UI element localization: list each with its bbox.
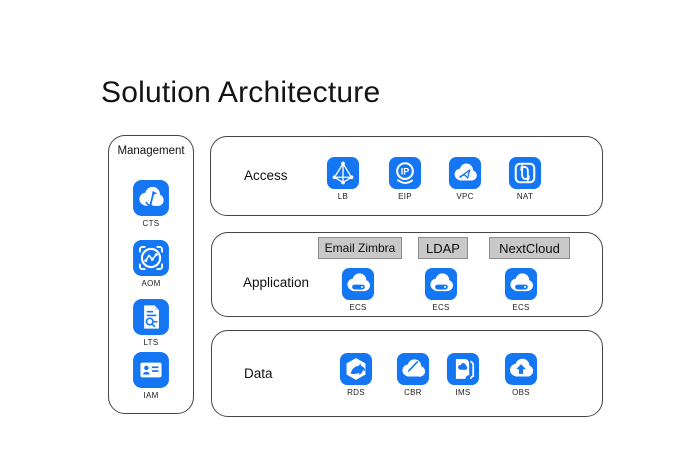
service-ecs-2: ECS	[424, 267, 458, 312]
ims-icon	[446, 352, 480, 386]
service-lts: LTS	[132, 298, 170, 347]
service-ecs-1: ECS	[341, 267, 375, 312]
service-obs: OBS	[504, 352, 538, 397]
service-ecs-3: ECS	[504, 267, 538, 312]
management-panel: Management CTS	[108, 135, 194, 414]
service-cbr: CBR	[396, 352, 430, 397]
ecs-icon	[424, 267, 458, 301]
ecs-icon	[341, 267, 375, 301]
application-row-label: Application	[243, 275, 310, 290]
data-row: Data RDS CBR	[211, 330, 603, 417]
service-lb: LB	[326, 156, 360, 201]
service-aom: AOM	[132, 239, 170, 288]
obs-icon	[504, 352, 538, 386]
access-row: Access LB	[210, 136, 603, 216]
service-label: IMS	[455, 388, 471, 397]
service-label: CBR	[404, 388, 422, 397]
rds-icon	[339, 352, 373, 386]
service-label: NAT	[516, 192, 534, 201]
svg-text:IP: IP	[401, 167, 409, 177]
ecs-icon	[504, 267, 538, 301]
service-nat: NAT	[508, 156, 542, 201]
nat-icon	[508, 156, 542, 190]
service-rds: RDS	[339, 352, 373, 397]
service-label: CTS	[142, 219, 160, 228]
service-eip: IP EIP	[388, 156, 422, 201]
cbr-icon	[396, 352, 430, 386]
service-label: LB	[337, 192, 349, 201]
iam-icon	[132, 351, 170, 389]
service-label: ECS	[512, 303, 530, 312]
access-row-label: Access	[244, 168, 288, 183]
lts-icon	[132, 298, 170, 336]
service-label: ECS	[349, 303, 367, 312]
management-panel-label: Management	[117, 145, 185, 157]
service-label: AOM	[141, 279, 161, 288]
vpc-icon	[448, 156, 482, 190]
service-vpc: VPC	[448, 156, 482, 201]
service-iam: IAM	[132, 351, 170, 400]
service-label: ECS	[432, 303, 450, 312]
cts-icon	[132, 179, 170, 217]
tag-nextcloud: NextCloud	[489, 237, 570, 259]
service-label: VPC	[456, 192, 474, 201]
tag-email-zimbra: Email Zimbra	[318, 237, 402, 259]
service-ims: IMS	[446, 352, 480, 397]
tag-ldap: LDAP	[418, 237, 468, 259]
aom-icon	[132, 239, 170, 277]
lb-icon	[326, 156, 360, 190]
service-label: LTS	[143, 338, 159, 347]
service-label: OBS	[512, 388, 530, 397]
data-row-label: Data	[244, 366, 273, 381]
application-row: Application Email Zimbra LDAP NextCloud …	[211, 232, 603, 317]
service-label: RDS	[347, 388, 365, 397]
page-title: Solution Architecture	[101, 76, 381, 109]
service-label: EIP	[398, 192, 412, 201]
service-cts: CTS	[132, 179, 170, 228]
service-label: IAM	[143, 391, 159, 400]
eip-icon: IP	[388, 156, 422, 190]
